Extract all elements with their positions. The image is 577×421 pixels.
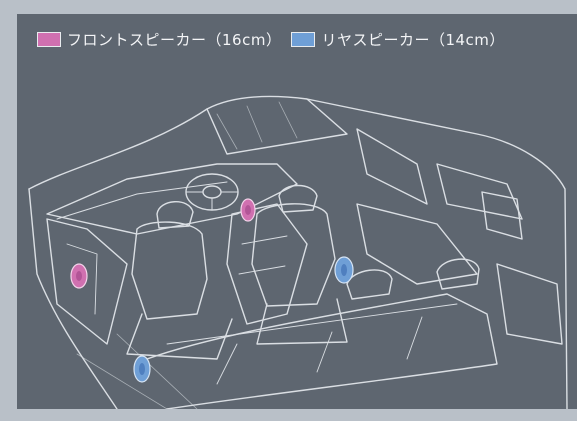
rear-speaker-left-icon (133, 355, 151, 383)
legend-item-rear: リヤスピーカー（14cm） (291, 29, 504, 50)
legend: フロントスピーカー（16cm） リヤスピーカー（14cm） (37, 28, 505, 50)
rear-speaker-label: リヤスピーカー（14cm） (321, 30, 505, 49)
front-speaker-swatch-icon (37, 31, 61, 47)
front-speaker-right-icon (240, 198, 256, 222)
rear-speaker-swatch-icon (291, 31, 316, 47)
car-interior-illustration (28, 95, 568, 409)
diagram-panel: フロントスピーカー（16cm） リヤスピーカー（14cm） (17, 14, 577, 409)
front-speaker-left-icon (70, 263, 88, 289)
legend-item-front: フロントスピーカー（16cm） (37, 29, 281, 50)
rear-speaker-right-icon (334, 256, 354, 284)
front-speaker-label: フロントスピーカー（16cm） (67, 30, 282, 49)
